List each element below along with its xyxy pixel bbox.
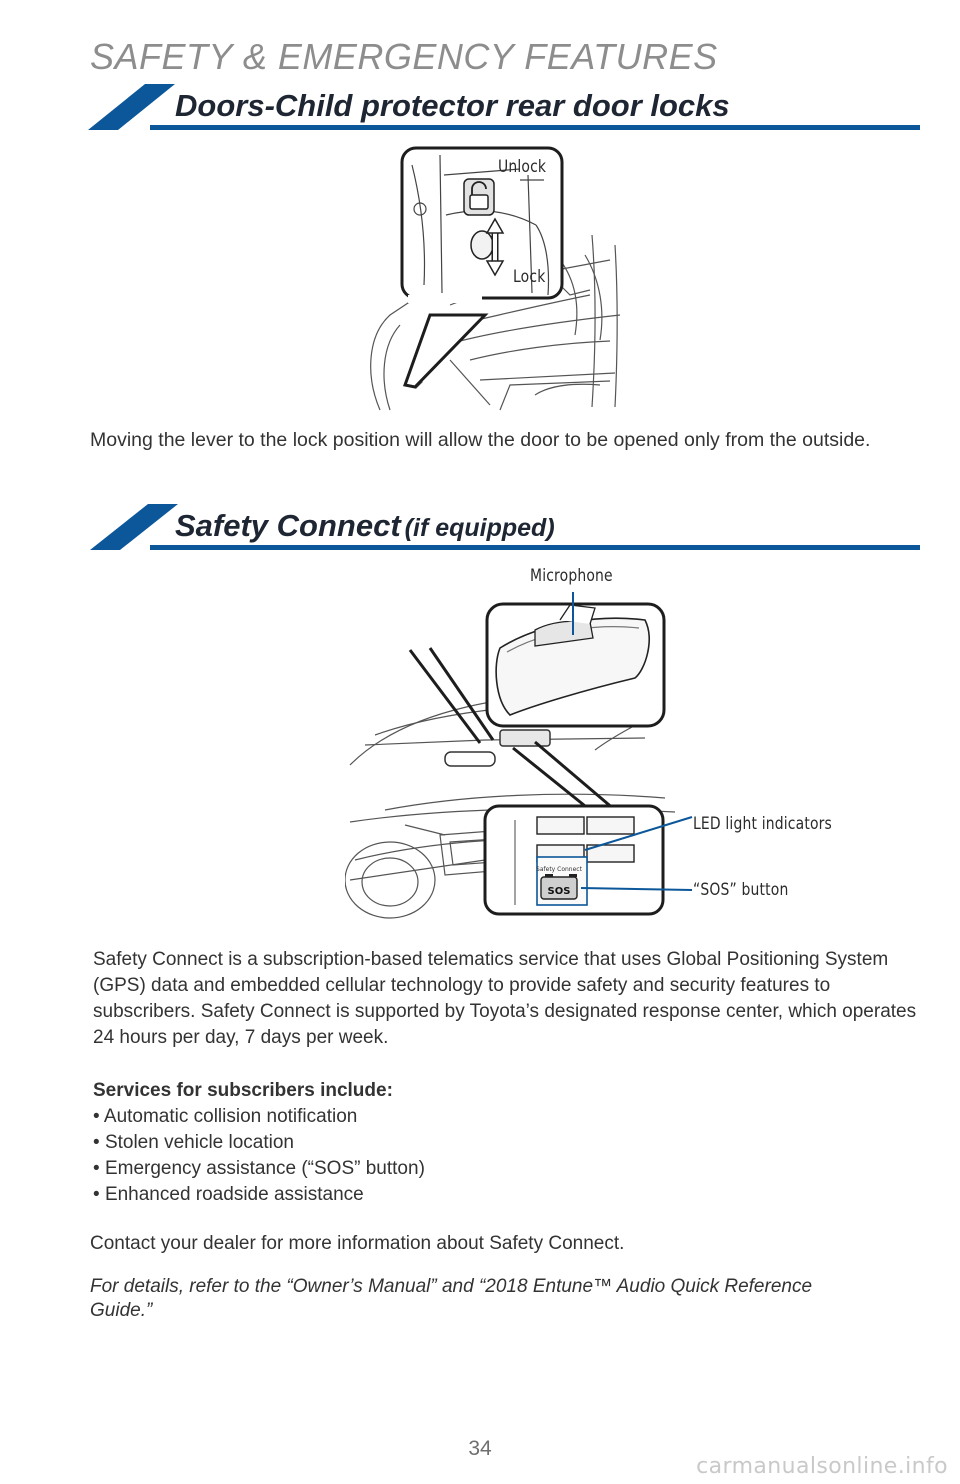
watermark: carmanualsonline.info bbox=[696, 1454, 948, 1479]
lock-label: Lock bbox=[513, 267, 546, 287]
microphone-label: Microphone bbox=[530, 566, 613, 586]
safety-connect-illustration: Safety Connect SOS Microphone LED light … bbox=[344, 560, 865, 930]
list-item: Enhanced roadside assistance bbox=[93, 1182, 913, 1208]
section-title-safety-connect: Safety Connect(if equipped) bbox=[175, 508, 555, 544]
services-heading: Services for subscribers include: bbox=[93, 1080, 393, 1101]
contact-dealer-text: Contact your dealer for more information… bbox=[90, 1233, 625, 1254]
list-item: Stolen vehicle location bbox=[93, 1130, 913, 1156]
overhead-console-drawing: Safety Connect SOS bbox=[344, 592, 693, 919]
sos-glyph: SOS bbox=[548, 886, 571, 897]
unlock-label: Unlock bbox=[498, 157, 547, 177]
section-title-child-locks: Doors-Child protector rear door locks bbox=[175, 88, 730, 123]
page-header-title: SAFETY & EMERGENCY FEATURES bbox=[90, 36, 718, 77]
child-lock-illustration: Unlock Lock bbox=[360, 145, 625, 415]
list-item: Automatic collision notification bbox=[93, 1104, 913, 1130]
services-list: Automatic collision notification Stolen … bbox=[93, 1104, 913, 1208]
safety-connect-subtitle: (if equipped) bbox=[404, 514, 555, 542]
section-bar-child-locks: Doors-Child protector rear door locks bbox=[0, 82, 960, 142]
led-indicators-label: LED light indicators bbox=[693, 814, 832, 834]
reference-note: For details, refer to the “Owner’s Manua… bbox=[90, 1276, 813, 1321]
sos-button-label: “SOS” button bbox=[693, 880, 789, 900]
door-drawing bbox=[370, 146, 621, 411]
services-block: Services for subscribers include: Automa… bbox=[93, 1078, 913, 1208]
section-bar-graphic bbox=[90, 504, 920, 550]
section-bar-graphic bbox=[88, 84, 920, 130]
child-locks-description: Moving the lever to the lock position wi… bbox=[90, 429, 871, 451]
safety-connect-title: Safety Connect bbox=[175, 508, 401, 543]
list-item: Emergency assistance (“SOS” button) bbox=[93, 1156, 913, 1182]
panel-text: Safety Connect bbox=[536, 866, 583, 873]
section-bar-safety-connect: Safety Connect(if equipped) bbox=[0, 500, 960, 560]
safety-connect-intro: Safety Connect is a subscription-based t… bbox=[93, 949, 917, 1048]
page-number: 34 bbox=[468, 1437, 492, 1460]
